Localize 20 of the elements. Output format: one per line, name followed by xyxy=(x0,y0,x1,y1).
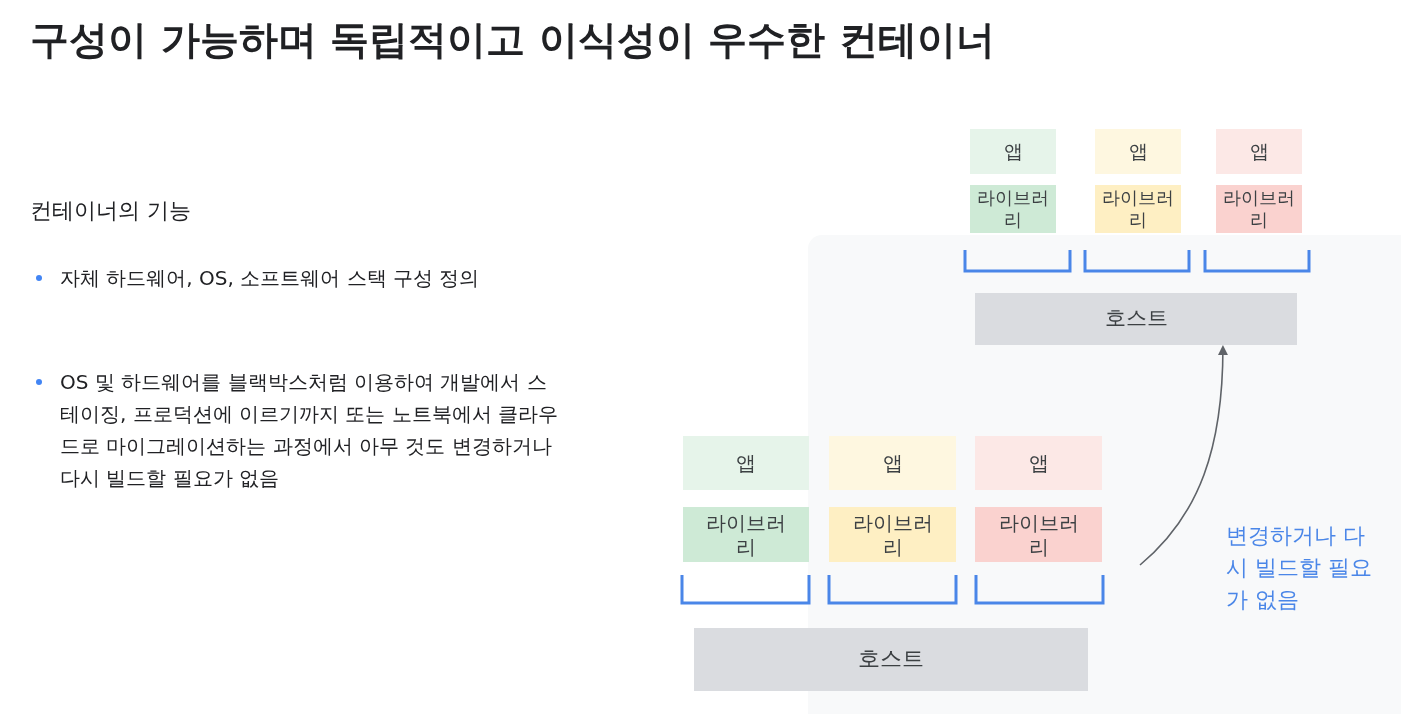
container-layer-box: 라이브러리 xyxy=(1095,185,1181,233)
container-layer-box: 앱 xyxy=(683,436,809,490)
note-text: 변경하거나 다시 빌드할 필요가 없음 xyxy=(1226,522,1373,614)
container-layer-box: 라이브러리 xyxy=(1216,185,1302,233)
host-box: 호스트 xyxy=(694,628,1088,691)
bullet-text: 자체 하드웨어, OS, 소프트웨어 스택 구성 정의 xyxy=(60,265,480,292)
container-layer-box: 앱 xyxy=(829,436,956,490)
host-box: 호스트 xyxy=(975,293,1297,345)
container-layer-box: 라이브러리 xyxy=(970,185,1056,233)
container-layer-box: 앱 xyxy=(975,436,1102,490)
container-layer-box: 라이브러리 xyxy=(975,507,1102,562)
title: 구성이 가능하며 독립적이고 이식성이 우수한 컨테이너 xyxy=(30,16,995,64)
container-layer-box: 라이브러리 xyxy=(829,507,956,562)
container-layer-box: 라이브러리 xyxy=(683,507,809,562)
section-heading: 컨테이너의 기능 xyxy=(30,197,191,225)
arrow xyxy=(1139,345,1228,566)
container-layer-box: 앱 xyxy=(1095,129,1181,174)
bullet-text: OS 및 하드웨어를 블랙박스처럼 이용하여 개발에서 스테이징, 프로덕션에 이르기까지 또는 노트북에서 클라우드로 마이그레이션하는 과정에서 아무 것도 변경하거나 다시 빌드할 필요가 없음 xyxy=(60,369,560,492)
container-layer-box: 앱 xyxy=(970,129,1056,174)
container-layer-box: 앱 xyxy=(1216,129,1302,174)
